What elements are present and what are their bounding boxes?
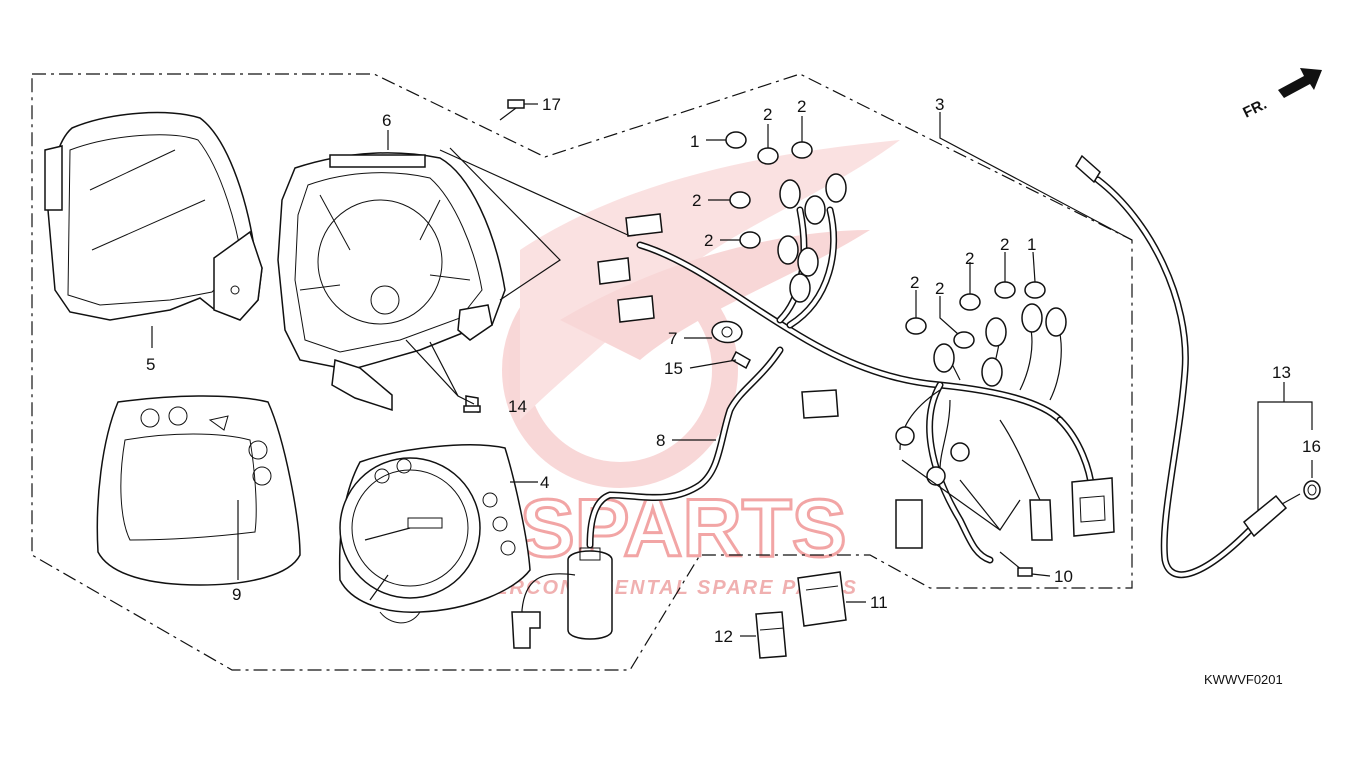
relay-part-11[interactable] <box>797 571 847 627</box>
callout-1: 1 <box>690 132 699 151</box>
callout-2: 2 <box>965 249 974 268</box>
screw-part-14[interactable] <box>463 395 481 413</box>
clamp-part-7[interactable] <box>711 320 743 344</box>
o-ring-part-16[interactable] <box>1303 480 1321 500</box>
connector-part-12[interactable] <box>755 611 787 659</box>
callout-8: 8 <box>656 431 665 450</box>
callout-2: 2 <box>935 279 944 298</box>
callout-7: 7 <box>668 329 677 348</box>
callout-labels: 1 1 2 2 2 2 2 2 2 2 3 4 5 6 7 8 9 10 11 … <box>146 95 1321 646</box>
callout-9: 9 <box>232 585 241 604</box>
meter-case-part-6[interactable] <box>277 152 506 412</box>
callout-2: 2 <box>763 105 772 124</box>
callout-5: 5 <box>146 355 155 374</box>
callout-2: 2 <box>797 97 806 116</box>
direction-label: FR. <box>1240 96 1269 122</box>
meter-assembly-part-4[interactable] <box>338 444 531 624</box>
callout-2: 2 <box>910 273 919 292</box>
callout-2: 2 <box>692 191 701 210</box>
front-direction-indicator: FR. <box>1240 68 1322 122</box>
leader-lines <box>151 103 1313 637</box>
callout-15: 15 <box>664 359 683 378</box>
speedometer-cable-part-13[interactable] <box>1075 154 1301 579</box>
watermark-tagline: INTERCONTINENTAL SPARE PARTS <box>456 577 858 599</box>
callout-6: 6 <box>382 111 391 130</box>
meter-panel-part-9[interactable] <box>96 395 301 586</box>
screw-part-15[interactable] <box>731 350 751 370</box>
bulb-sockets[interactable] <box>777 173 1067 387</box>
bolt-part-10[interactable] <box>999 551 1033 577</box>
callout-2: 2 <box>1000 235 1009 254</box>
assembly-boundary <box>31 73 1133 671</box>
callout-10: 10 <box>1054 567 1073 586</box>
callout-17: 17 <box>542 95 561 114</box>
lens-cover-part-5[interactable] <box>44 111 263 321</box>
sub-harness-part-8[interactable] <box>511 346 784 649</box>
callout-2: 2 <box>704 231 713 250</box>
callout-4: 4 <box>540 473 549 492</box>
screw-part-17[interactable] <box>499 99 525 121</box>
bulbs[interactable] <box>725 131 1046 349</box>
callout-3: 3 <box>935 95 944 114</box>
callout-1: 1 <box>1027 235 1036 254</box>
diagram-code: KWWVF0201 <box>1204 672 1283 687</box>
wire-harness-part-3[interactable] <box>597 206 1115 564</box>
callout-12: 12 <box>714 627 733 646</box>
direction-arrow-icon <box>1278 68 1322 98</box>
callout-11: 11 <box>870 593 888 612</box>
callout-16: 16 <box>1302 437 1321 456</box>
callout-13: 13 <box>1272 363 1291 382</box>
callout-14: 14 <box>508 397 527 416</box>
